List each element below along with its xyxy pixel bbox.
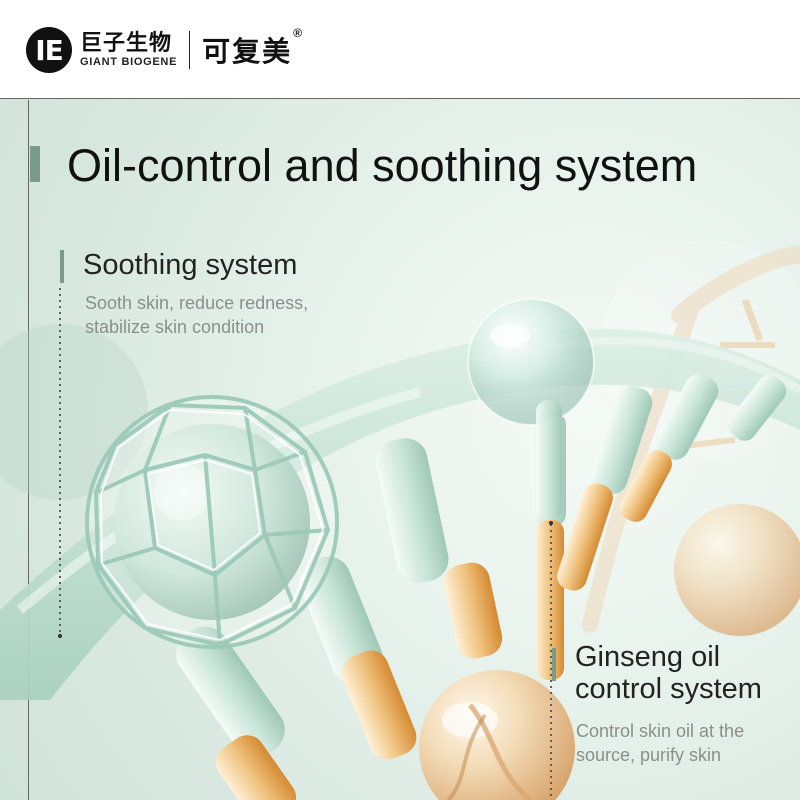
brand-divider — [189, 31, 191, 69]
ginseng-dotted-line — [550, 522, 552, 800]
ginseng-accent-bar — [552, 648, 556, 681]
registered-trademark-mark: ® — [293, 26, 304, 40]
ginseng-system-title-line-1: Ginseng oil — [575, 641, 721, 673]
product-brand-name: 可复美 — [202, 36, 293, 67]
brand-en-name: GIANT BIOGENE — [80, 56, 178, 68]
soothing-line-end-dot — [58, 634, 62, 638]
dna-helix-back — [582, 246, 800, 633]
brand-logo-icon: IE — [26, 27, 72, 73]
molecule-cage-sphere — [85, 395, 339, 649]
product-brand: 可复美 ® — [202, 26, 304, 70]
ginseng-system-desc-line-1: Control skin oil at the — [576, 721, 745, 741]
brand-header: IE 巨子生物 GIANT BIOGENE 可复美 ® — [0, 0, 800, 99]
page-title: Oil-control and soothing system — [67, 140, 698, 191]
brand-cn-name: 巨子生物 — [80, 30, 173, 55]
transparent-sphere — [467, 298, 595, 520]
brand-lockup: IE 巨子生物 GIANT BIOGENE 可复美 ® — [26, 26, 304, 73]
ginseng-system-title-line-2: control system — [575, 673, 762, 705]
brand-text: 巨子生物 GIANT BIOGENE — [80, 32, 177, 68]
headline-accent-bar — [30, 146, 40, 182]
soothing-accent-bar — [60, 250, 64, 283]
ginseng-system-desc-line-2: source, purify skin — [576, 745, 722, 765]
soothing-system-desc-line-1: Sooth skin, reduce redness, — [85, 293, 309, 313]
soothing-system-title: Soothing system — [83, 249, 298, 281]
soothing-dotted-line — [59, 286, 61, 636]
soothing-system-desc-line-2: stabilize skin condition — [85, 317, 265, 337]
left-guide-line — [28, 100, 29, 800]
ginseng-line-start-dot — [549, 521, 553, 525]
